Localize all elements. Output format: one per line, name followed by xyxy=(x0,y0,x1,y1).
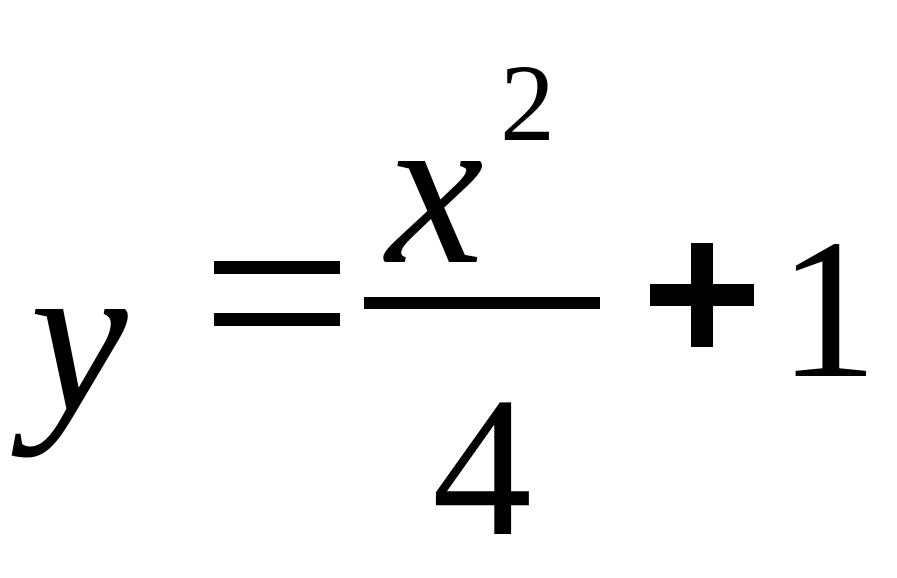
constant-term: 1 xyxy=(778,199,878,420)
exponent: 2 xyxy=(500,42,555,164)
plus-sign xyxy=(650,243,754,347)
plus-vertical-stroke xyxy=(691,243,713,347)
fraction-bar xyxy=(364,297,600,309)
equals-bar-bottom xyxy=(214,313,340,326)
variable-y: y xyxy=(30,214,128,458)
equals-bar-top xyxy=(214,261,340,274)
denominator: 4 xyxy=(432,357,532,578)
equals-sign xyxy=(214,250,340,332)
equation: y x 2 4 1 xyxy=(30,42,878,568)
numerator-variable-x: x xyxy=(386,66,484,310)
